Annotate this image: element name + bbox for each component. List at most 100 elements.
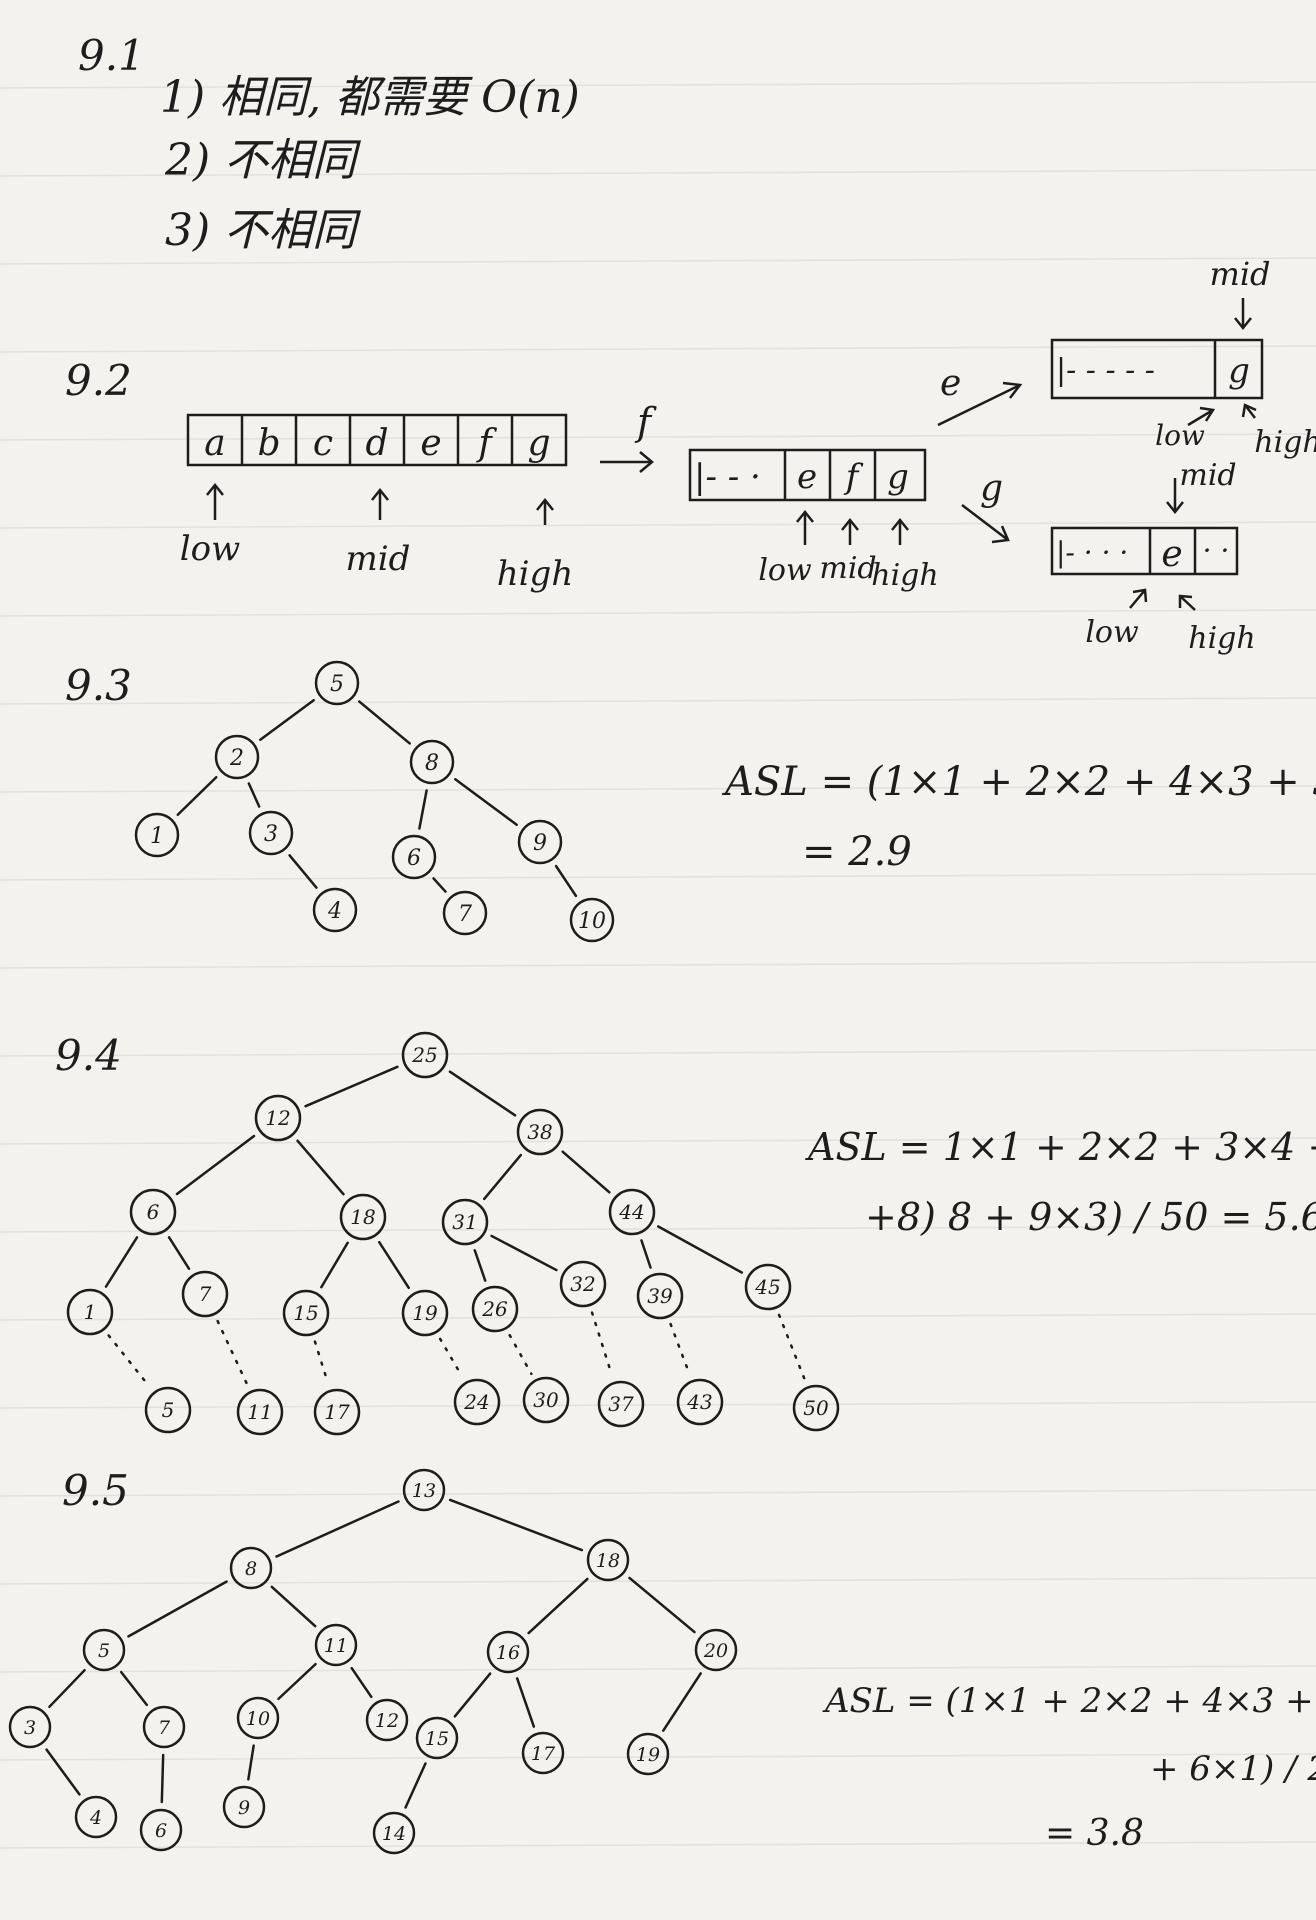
arrow-up-right-icon — [937, 381, 1023, 427]
tree-node — [636, 1272, 684, 1320]
tree-edge — [454, 778, 518, 826]
tree-node — [676, 1378, 724, 1426]
tree-node-label: 18 — [350, 1205, 375, 1229]
tree-node-label: 20 — [703, 1640, 728, 1662]
tree-node-label: 44 — [618, 1200, 644, 1224]
arrow-down-right-icon — [961, 504, 1010, 544]
tree-node — [66, 1288, 114, 1336]
tree-node-label: 30 — [533, 1388, 559, 1412]
high-label: high — [1254, 425, 1316, 460]
tree-node-label: 9 — [238, 1797, 250, 1819]
tree-node-label: 7 — [458, 902, 472, 927]
array-cell: a — [204, 423, 225, 464]
tree-node — [442, 890, 488, 936]
tree-node-label: 19 — [412, 1301, 438, 1325]
tree-node-label: 43 — [686, 1390, 712, 1414]
tree-node — [626, 1732, 670, 1776]
array-cell: e — [1161, 534, 1182, 575]
tree-edge — [247, 1744, 255, 1781]
tree-node — [282, 1289, 330, 1337]
array-cell: g — [1228, 351, 1250, 391]
tree-node — [586, 1538, 630, 1582]
array-cell: e — [420, 423, 441, 464]
array-cell: e — [797, 457, 817, 497]
tree-edge — [259, 699, 315, 741]
tree-node — [313, 1388, 361, 1436]
tree-node-label: 5 — [162, 1398, 175, 1422]
tree-node — [214, 734, 260, 780]
problem-label: 9.4 — [55, 1031, 122, 1080]
asl-formula: ASL = (1×1 + 2×2 + 4×3 + 7×4 + 5×5 — [822, 1681, 1316, 1721]
tree-node-label: 9 — [533, 831, 547, 856]
tree-edge — [657, 1225, 743, 1274]
tree-edge — [288, 854, 318, 889]
mid-label: mid — [819, 551, 876, 586]
tree-dotted-edge — [216, 1319, 249, 1387]
tree-node-label: 25 — [411, 1043, 437, 1067]
tree-node — [314, 1623, 358, 1667]
tree-edge — [296, 1139, 345, 1196]
tree-edge — [160, 1753, 165, 1804]
tree-edge — [275, 1500, 400, 1558]
asl-result: = 3.8 — [1045, 1813, 1144, 1854]
tree-node-label: 14 — [382, 1823, 406, 1845]
tree-node — [142, 1705, 186, 1749]
tree-dotted-edge — [777, 1313, 807, 1382]
tree-node-label: 2 — [229, 746, 244, 771]
tree-node — [522, 1376, 570, 1424]
tree-edge — [176, 775, 218, 817]
tree-node-label: 37 — [608, 1392, 634, 1416]
tree-node-label: 19 — [636, 1744, 660, 1766]
tree-node — [229, 1546, 273, 1590]
tree-node-label: 4 — [89, 1807, 102, 1829]
tree-edge — [104, 1236, 139, 1288]
tree-dotted-edge — [669, 1322, 691, 1376]
tree-node-label: 15 — [293, 1301, 318, 1325]
tree-node — [248, 810, 294, 856]
tree-node-label: 31 — [452, 1210, 477, 1234]
asl-formula: ASL = 1×1 + 2×2 + 3×4 + (4+5+6+ — [805, 1125, 1316, 1169]
array-after-f — [688, 448, 927, 502]
tree-node-label: 4 — [327, 899, 342, 924]
tree-node — [471, 1285, 519, 1333]
high-label: high — [871, 558, 938, 593]
tree-edge — [640, 1239, 652, 1269]
tree-node — [391, 834, 437, 880]
tree-node-label: 10 — [578, 909, 606, 934]
tree-edge — [515, 1677, 536, 1728]
pointer-arrows — [1166, 478, 1184, 515]
tree-edge — [119, 1670, 149, 1707]
mid-label: mid — [1179, 458, 1236, 493]
array-cell: f — [475, 423, 497, 464]
tree-edge — [448, 1070, 517, 1117]
pointer-arrows — [1234, 298, 1252, 331]
array-after-e — [1050, 338, 1264, 400]
asl-result: = 2.9 — [802, 829, 912, 875]
tree-node-label: 32 — [570, 1272, 595, 1296]
tree-node — [82, 1628, 126, 1672]
tree-edge — [378, 1240, 410, 1290]
tree-node-label: 45 — [754, 1275, 780, 1299]
tree-node — [365, 1698, 409, 1742]
tree-node-label: 38 — [527, 1120, 552, 1144]
tree-node-label: 17 — [324, 1400, 350, 1424]
tree-node — [236, 1388, 284, 1436]
problem-label: 9.2 — [65, 356, 132, 405]
tree-node — [181, 1270, 229, 1318]
tree-node-label: 3 — [24, 1717, 36, 1739]
tree-node — [597, 1380, 645, 1428]
tree-edge — [247, 782, 261, 808]
tree-node-label: 6 — [155, 1820, 167, 1842]
array-cell: f — [843, 457, 864, 497]
tree-node — [139, 1808, 183, 1852]
ruled-lines — [0, 81, 1316, 1849]
tree-edge — [404, 1762, 427, 1809]
tree-edge — [473, 1249, 487, 1282]
low-label: low — [1155, 419, 1205, 452]
tree-node-label: 7 — [158, 1717, 171, 1739]
tree-node-label: 13 — [412, 1480, 436, 1502]
tree-node — [441, 1198, 489, 1246]
